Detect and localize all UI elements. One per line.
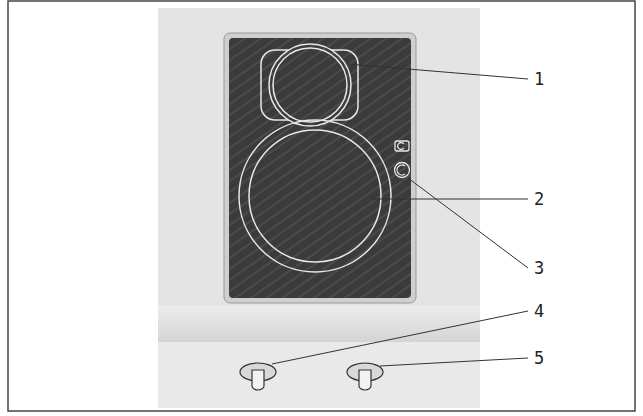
zones: [239, 44, 391, 272]
background-panel: [158, 8, 480, 408]
front-strip: [158, 306, 480, 342]
ceramic-glass: [229, 38, 411, 298]
frame: [8, 1, 635, 411]
callout-number: 1: [534, 71, 544, 88]
callout-number: 4: [534, 303, 544, 320]
knobs: [240, 363, 383, 390]
zone-symbol: [395, 141, 410, 178]
callout-number: 5: [534, 350, 544, 367]
callout-number: 2: [534, 191, 544, 208]
control-panel: [158, 342, 480, 408]
callout-number: 3: [534, 260, 544, 277]
hob-rim: [224, 33, 416, 303]
leader-lines: [272, 64, 528, 366]
